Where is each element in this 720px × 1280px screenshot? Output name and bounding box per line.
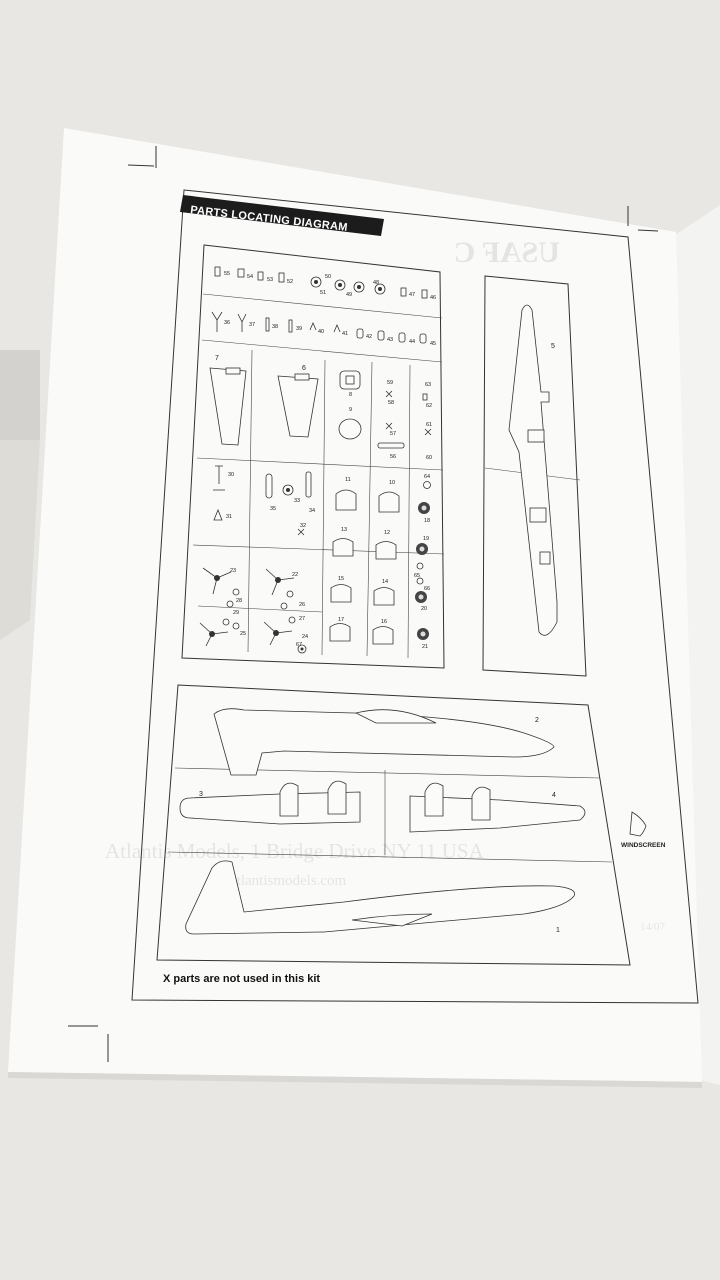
next-page-edge [675, 205, 720, 1085]
part-label: 3 [199, 791, 203, 798]
part-label: 62 [426, 403, 432, 409]
part-label: 56 [390, 454, 396, 460]
part-label: 27 [299, 616, 305, 622]
part-label: 36 [224, 320, 230, 326]
part-label: 5 [551, 343, 555, 350]
part-label: 12 [384, 530, 390, 536]
unused-parts-note: X parts are not used in this kit [163, 973, 320, 985]
fuselage-lower: 1 [185, 860, 575, 935]
part-label: 52 [287, 279, 293, 285]
part-label: 57 [390, 431, 396, 437]
wing-left: 3 [179, 780, 361, 825]
part-label: 67 [296, 642, 302, 648]
fuselage-upper: 2 [213, 708, 555, 776]
row-2-parts: 36 37 38 39 40 41 42 43 44 45 [211, 311, 436, 347]
crop-marks [68, 146, 659, 1062]
part-label: 1 [556, 927, 560, 934]
part-label: 53 [267, 277, 273, 283]
part-label: 23 [230, 568, 236, 574]
part-label: 10 [389, 480, 395, 486]
bleed-title: USAF C [454, 236, 560, 269]
paper-shadow [8, 1072, 702, 1088]
part-label: 43 [387, 337, 393, 343]
part-label: 48 [373, 280, 379, 286]
part-label: 9 [349, 407, 352, 413]
part-label: 40 [318, 329, 324, 335]
part-label: 30 [228, 472, 234, 478]
part-label: 61 [426, 422, 432, 428]
diagram-frame [131, 189, 699, 1004]
part-label: 29 [233, 610, 239, 616]
part-label: 4 [552, 792, 556, 799]
wing-halves: 7 6 [209, 355, 319, 446]
part-label: 42 [366, 334, 372, 340]
part-label: 24 [302, 634, 308, 640]
windscreen-label: WINDSCREEN [621, 842, 666, 849]
propellers: 23 22 25 24 [199, 567, 308, 647]
part-label: 54 [247, 274, 253, 280]
part-label: 34 [309, 508, 315, 514]
part-label: 25 [240, 631, 246, 637]
part-label: 13 [341, 527, 347, 533]
sprue-b: 5 [482, 275, 587, 677]
side-parts: 8 9 59 58 57 56 63 62 61 60 [338, 370, 432, 461]
bleed-page-code: 14/07 [640, 921, 666, 933]
background-shadow [0, 440, 40, 640]
part-label: 8 [349, 392, 352, 398]
paper-sheet [8, 128, 702, 1082]
part-label: 39 [296, 326, 302, 332]
part-label: 7 [215, 355, 219, 362]
part-label: 21 [422, 644, 428, 650]
bleed-through: USAF C Atlantis Models, 1 Bridge Drive N… [105, 236, 666, 933]
background-card [0, 350, 40, 440]
nacelle-parts: 11 10 13 12 15 14 17 16 [329, 477, 400, 645]
part-label: 49 [346, 292, 352, 298]
part-label: 14 [382, 579, 388, 585]
part-label: 26 [299, 602, 305, 608]
part-label: 41 [342, 331, 348, 337]
part-label: 60 [426, 455, 432, 461]
part-label: 59 [387, 380, 393, 386]
part-label: 33 [294, 498, 300, 504]
part-label: 18 [424, 518, 430, 524]
part-label: 35 [270, 506, 276, 512]
bleed-line-1: Atlantis Models, 1 Bridge Drive NY 11 US… [105, 839, 485, 863]
part-label: 28 [236, 598, 242, 604]
part-label: 50 [325, 274, 331, 280]
part-label: 16 [381, 619, 387, 625]
part-label: 20 [421, 606, 427, 612]
part-label: 38 [272, 324, 278, 330]
part-label: 51 [320, 290, 326, 296]
part-label: 55 [224, 271, 230, 277]
wheel-parts: 64 18 19 65 66 20 21 [414, 474, 431, 650]
bleed-line-2: atlantismodels.com [230, 873, 347, 889]
wing-right: 4 [409, 782, 586, 833]
part-label: 65 [414, 573, 420, 579]
part-label: 17 [338, 617, 344, 623]
part-label: 37 [249, 322, 255, 328]
part-label: 44 [409, 339, 415, 345]
part-label: 58 [388, 400, 394, 406]
part-label: 6 [302, 365, 306, 372]
part-label: 47 [409, 292, 415, 298]
part-label: 19 [423, 536, 429, 542]
row-1-parts: 55 54 53 52 51 50 49 48 47 46 [214, 266, 436, 301]
part-label: 64 [424, 474, 430, 480]
part-label: 63 [425, 382, 431, 388]
small-parts: 28 26 29 27 67 [222, 588, 307, 654]
part-label: 66 [424, 586, 430, 592]
sprue-a: 55 54 53 52 51 50 49 48 47 46 36 37 38 3… [181, 244, 445, 669]
part-label: 15 [338, 576, 344, 582]
part-label: 11 [345, 477, 351, 483]
windscreen-part: WINDSCREEN [621, 811, 666, 849]
part-label: 45 [430, 341, 436, 347]
part-label: 31 [226, 514, 232, 520]
part-label: 32 [300, 523, 306, 529]
sprue-c: 2 3 4 1 [156, 684, 631, 966]
part-label: 46 [430, 295, 436, 301]
part-label: 22 [292, 572, 298, 578]
part-label: 2 [535, 717, 539, 724]
gear-parts: 30 31 35 33 34 32 [213, 465, 315, 536]
